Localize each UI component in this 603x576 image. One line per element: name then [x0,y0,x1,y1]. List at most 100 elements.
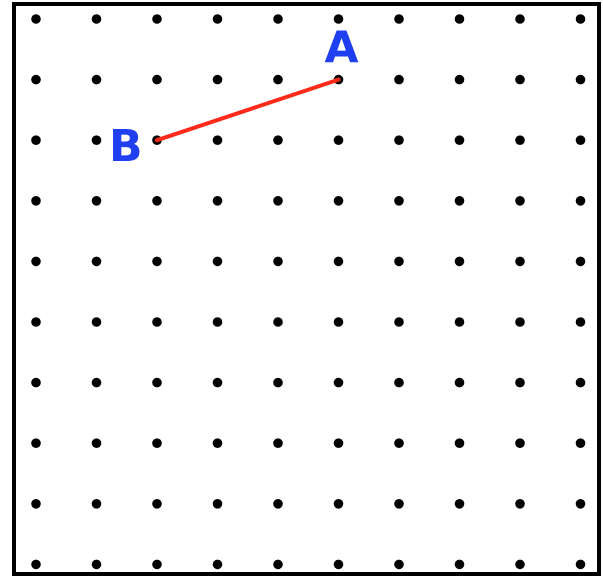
grid-dot [273,196,283,206]
grid-dot [454,499,465,509]
grid-dot [515,559,525,570]
grid-dot [273,499,283,509]
grid-dot [152,317,162,327]
grid-dot [273,559,283,570]
grid-dot [91,256,102,267]
grid-dot [394,499,404,509]
grid-dot [394,74,404,85]
grid-dot [454,135,465,145]
grid-dot [212,196,223,206]
grid-dot [454,196,465,206]
grid-dot [333,135,344,145]
grid-dot [91,377,102,388]
grid-dot [273,74,283,85]
grid-dot [575,438,586,449]
grid-dot [91,559,102,570]
grid-dot [394,135,404,145]
grid-dot [31,74,41,85]
point-label-a: A [325,23,359,74]
grid-dot [454,438,465,449]
grid-dot [273,317,283,327]
grid-dot [212,559,223,570]
grid-dot [333,438,344,449]
grid-dot [273,377,283,388]
grid-dot [575,377,586,388]
grid-dot [91,196,102,206]
grid-dot [575,317,586,327]
grid-dot [394,438,404,449]
board-frame [12,2,601,576]
grid-dot [31,559,41,570]
grid-dot [515,196,525,206]
grid-dot [212,135,223,145]
grid-dot [152,377,162,388]
grid-dot [515,499,525,509]
grid-dot [273,14,283,24]
grid-dot [91,14,102,24]
grid-dot [575,74,586,85]
grid-dot [333,499,344,509]
grid-dot [394,256,404,267]
grid-dot [394,377,404,388]
grid-dot [152,196,162,206]
grid-dot [31,438,41,449]
grid-dot [152,559,162,570]
grid-dot [152,256,162,267]
grid-dot [394,317,404,327]
grid-dot [212,317,223,327]
grid-dot [273,135,283,145]
grid-dot [31,196,41,206]
grid-dot [333,196,344,206]
grid-dot [575,256,586,267]
grid-dot [212,377,223,388]
grid-dot [515,317,525,327]
grid-dot [515,377,525,388]
grid-dot [91,317,102,327]
grid-dot [212,438,223,449]
grid-dot [575,14,586,24]
grid-dot [31,256,41,267]
grid-dot [333,317,344,327]
grid-dot [212,256,223,267]
grid-dot [31,135,41,145]
grid-dot [31,499,41,509]
grid-dot [152,74,162,85]
grid-dot [273,256,283,267]
grid-dot [515,14,525,24]
grid-dot [31,14,41,24]
segment-ab [155,77,341,143]
grid-dot [394,559,404,570]
grid-dot [273,438,283,449]
grid-dot [515,438,525,449]
grid-dot [91,74,102,85]
grid-dot [31,377,41,388]
grid-dot [454,377,465,388]
grid-dot [333,559,344,570]
grid-dot [454,559,465,570]
grid-dot [454,317,465,327]
grid-dot [152,14,162,24]
grid-dot [394,196,404,206]
grid-dot [454,74,465,85]
grid-dot [575,196,586,206]
grid-dot [575,559,586,570]
grid-dot [575,499,586,509]
grid-dot [515,256,525,267]
grid-dot [152,438,162,449]
grid-dot [91,499,102,509]
grid-dot [333,377,344,388]
grid-dot [515,135,525,145]
grid-dot [212,14,223,24]
grid-dot [394,14,404,24]
grid-dot [333,256,344,267]
grid-dot [31,317,41,327]
grid-dot [212,74,223,85]
grid-dot [515,74,525,85]
point-label-b: B [109,121,143,172]
grid-dot [575,135,586,145]
grid-dot [333,14,344,24]
grid-dot [91,438,102,449]
grid-dot [454,14,465,24]
